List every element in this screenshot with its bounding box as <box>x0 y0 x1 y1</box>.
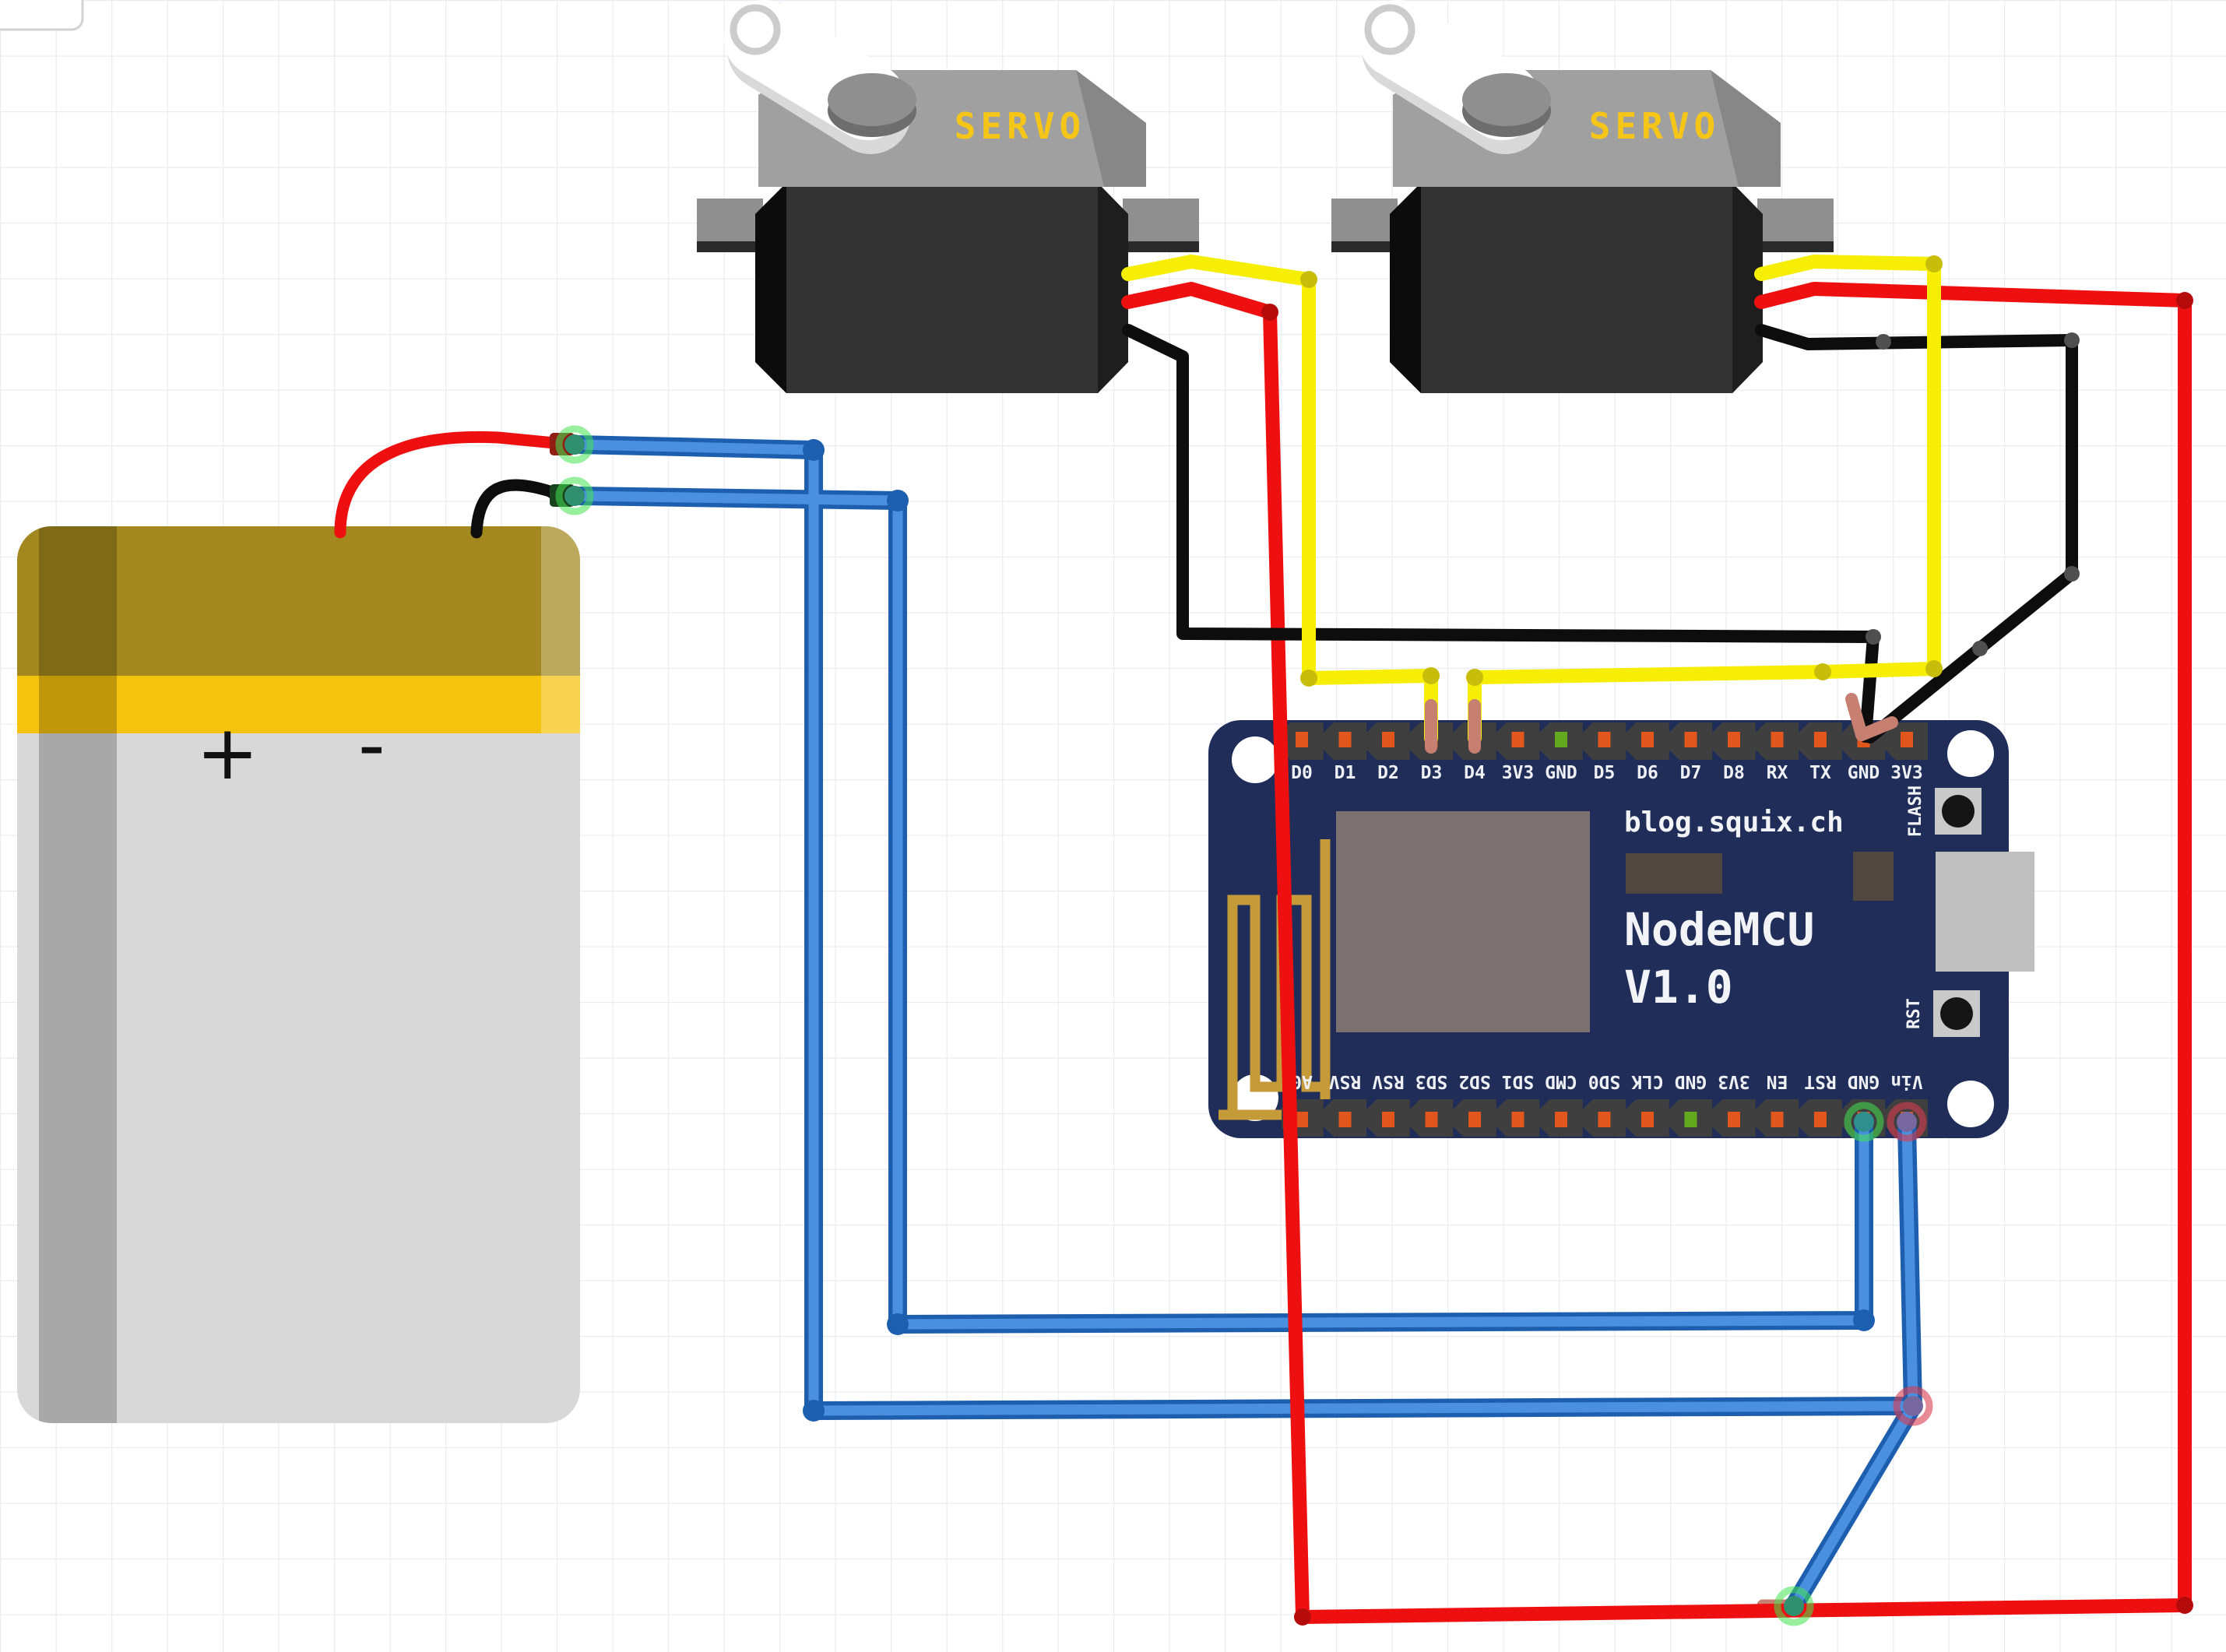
wire-servo1-signal-d3[interactable] <box>1121 255 1438 745</box>
pin-label-bottom-4: SD2 <box>1458 1071 1491 1091</box>
battery-body <box>17 526 580 1423</box>
pin-label-top-11: RX <box>1767 763 1788 783</box>
pin-label-top-6: GND <box>1545 763 1577 783</box>
pin-label-bottom-5: SD1 <box>1502 1071 1535 1091</box>
pin-label-bottom-3: SD3 <box>1415 1071 1448 1091</box>
pin-label-top-3: D3 <box>1421 763 1443 783</box>
blue-bend <box>803 439 825 461</box>
pin-label-top-2: D2 <box>1377 763 1399 783</box>
mount-hole-top-left <box>1232 736 1278 783</box>
battery-gold-head <box>17 526 580 676</box>
connector-ring-green <box>555 425 594 464</box>
header-pin-stubs <box>1425 693 1898 754</box>
battery-red-lead[interactable] <box>334 431 561 539</box>
pin-label-bottom-7: SD0 <box>1588 1071 1621 1091</box>
board-name: NodeMCU <box>1624 903 1814 956</box>
pin-label-top-13: GND <box>1848 763 1880 783</box>
yellow-bends <box>1300 255 1943 687</box>
mount-hole-bottom-right <box>1947 1081 1994 1127</box>
corner-artifact <box>0 0 84 31</box>
connector-battery-red[interactable] <box>564 434 585 455</box>
mount-hole-top-right <box>1947 730 1994 777</box>
connector-power-junction[interactable] <box>1784 1596 1804 1616</box>
lipo-battery[interactable]: + - <box>17 431 580 1423</box>
pin-label-top-5: 3V3 <box>1502 763 1535 783</box>
pin-labels-top: D0 D1 D2 D3 D4 3V3 GND D5 D6 D7 D8 RX TX… <box>1291 763 1923 783</box>
pin-label-bottom-10: 3V3 <box>1718 1071 1750 1091</box>
pin-label-top-0: D0 <box>1291 763 1313 783</box>
pin-label-bottom-1: RSV <box>1329 1071 1362 1091</box>
pin-label-top-12: TX <box>1809 763 1831 783</box>
black-bends <box>1866 332 2080 656</box>
battery-black-lead[interactable] <box>470 479 562 539</box>
pads-top <box>1296 732 1913 747</box>
usb-connector <box>1936 852 2034 972</box>
pin-stub-gnd-b <box>1855 716 1898 741</box>
pin-label-bottom-12: RST <box>1804 1071 1837 1091</box>
esp-chip <box>1336 811 1590 1032</box>
pads-bottom <box>1296 1112 1913 1127</box>
nodemcu-board[interactable]: FLASH RST blog.squix.ch NodeMCU V1.0 <box>1208 720 2034 1138</box>
blue-bend <box>803 1400 825 1422</box>
blue-bend <box>887 1313 909 1335</box>
pin-label-top-14: 3V3 <box>1890 763 1923 783</box>
pin-label-bottom-13: GND <box>1848 1071 1880 1091</box>
connector-ring-green <box>555 476 594 515</box>
connector-ring-red <box>1887 1102 1927 1142</box>
connector-vin-junction[interactable] <box>1903 1396 1923 1416</box>
connector-ring-red <box>1893 1386 1933 1426</box>
pin-label-bottom-11: EN <box>1767 1071 1788 1091</box>
connectors[interactable] <box>555 425 1933 1626</box>
flash-label: FLASH <box>1906 786 1925 837</box>
pin-label-bottom-14: Vin <box>1890 1071 1923 1091</box>
rst-label: RST <box>1904 998 1924 1029</box>
pin-label-bottom-8: CLK <box>1631 1071 1664 1091</box>
blue-bend <box>887 490 909 511</box>
flash-button-cap[interactable] <box>1942 795 1975 828</box>
pin-labels-bottom: A0 RSV RSV SD3 SD2 SD1 CMD SD0 CLK GND 3… <box>1291 1071 1923 1091</box>
board-version: V1.0 <box>1624 961 1733 1014</box>
component-rect <box>1626 853 1722 894</box>
battery-minus-label: - <box>358 701 385 789</box>
pin-label-bottom-9: GND <box>1675 1071 1707 1091</box>
pin-label-bottom-6: CMD <box>1545 1071 1577 1091</box>
red-bends <box>1261 292 2193 1626</box>
battery-left-shade <box>39 526 117 1423</box>
battery-plus-label: + <box>196 709 258 796</box>
board-brand: blog.squix.ch <box>1624 807 1844 838</box>
blue-wires[interactable] <box>568 435 1922 1615</box>
pin-label-top-7: D5 <box>1594 763 1616 783</box>
pin-label-top-8: D6 <box>1637 763 1658 783</box>
rst-button-cap[interactable] <box>1940 997 1973 1030</box>
pin-label-top-1: D1 <box>1335 763 1356 783</box>
battery-right-highlight <box>541 526 580 733</box>
connector-ring-green <box>1844 1102 1884 1142</box>
wire-red-power[interactable] <box>1121 282 2192 1624</box>
pin-label-top-9: D7 <box>1680 763 1702 783</box>
pin-label-top-10: D8 <box>1723 763 1745 783</box>
battery-yellow-band <box>17 676 580 733</box>
connector-vin-pin[interactable] <box>1897 1112 1917 1132</box>
blue-bend <box>1853 1309 1875 1331</box>
connector-gnd-pin[interactable] <box>1854 1112 1874 1132</box>
pin-label-bottom-2: RSV <box>1372 1071 1405 1091</box>
pin-label-top-4: D4 <box>1464 763 1486 783</box>
connector-battery-black[interactable] <box>564 486 585 506</box>
wire-vin-junction[interactable] <box>1788 1401 1918 1612</box>
component-square <box>1853 852 1894 901</box>
connector-ring-green <box>1774 1586 1814 1626</box>
